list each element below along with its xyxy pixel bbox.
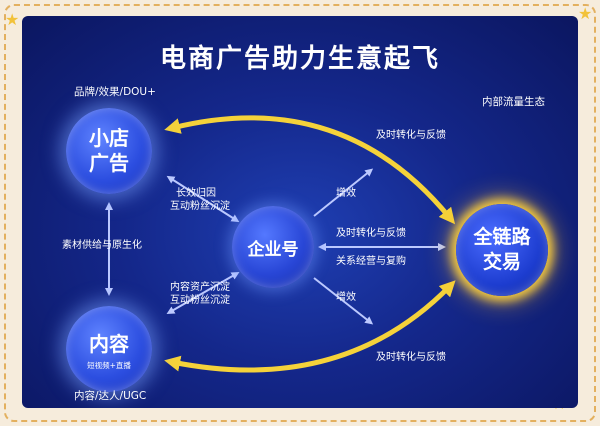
label-boost-top: 增效	[336, 188, 356, 199]
node-full-chain-trade: 全链路 交易	[456, 204, 548, 296]
diagram-panel: 电商广告助力生意起飞 品牌/效果/DOU+ 内部流量生态 小店 广告 素材供给与…	[22, 16, 578, 408]
label-shop-top: 品牌/效果/DOU+	[74, 86, 156, 98]
node-content: 内容 短视频+直播	[66, 306, 152, 392]
node-enterprise: 企业号	[232, 206, 314, 288]
label-feedback-top: 及时转化与反馈	[376, 130, 446, 141]
page-title: 电商广告助力生意起飞	[159, 44, 440, 74]
arrow-shop-to-trade	[164, 115, 456, 225]
star-decoration-top-right: ★	[578, 4, 593, 23]
label-long-term-2: 互动粉丝沉淀	[170, 201, 230, 212]
page-frame	[4, 4, 596, 422]
node-shop-ad-line2: 广告	[89, 151, 129, 175]
arrow-shop-enterprise	[166, 175, 240, 223]
star-decoration-top-left: ★	[5, 10, 20, 29]
arrow-enterprise-up	[313, 168, 374, 217]
label-content-asset-1: 内容资产沉淀	[170, 282, 230, 293]
node-content-label: 内容	[89, 331, 129, 356]
node-shop-ad: 小店 广告	[66, 108, 152, 194]
label-material-supply: 素材供给与原生化	[62, 240, 142, 251]
node-shop-ad-line1: 小店	[89, 126, 129, 150]
arrow-content-to-trade	[164, 280, 456, 373]
label-long-term-1: 长效归因	[176, 188, 216, 199]
connector-arrows	[105, 115, 456, 373]
label-relation: 关系经营与复购	[336, 256, 406, 267]
node-enterprise-label: 企业号	[247, 239, 299, 260]
arrow-enterprise-down	[313, 277, 374, 325]
label-content-asset-2: 互动粉丝沉淀	[170, 295, 230, 306]
label-internal-traffic: 内部流量生态	[482, 96, 545, 108]
node-content-sub: 短视频+直播	[87, 360, 131, 370]
node-full-chain-line1: 全链路	[473, 226, 531, 249]
label-content-bottom: 内容/达人/UGC	[74, 390, 147, 402]
arrow-content-enterprise	[166, 272, 240, 314]
label-boost-bottom: 增效	[336, 292, 356, 303]
node-full-chain-line2: 交易	[482, 251, 521, 273]
label-feedback-bottom: 及时转化与反馈	[376, 352, 446, 363]
label-feedback-mid: 及时转化与反馈	[336, 228, 406, 239]
